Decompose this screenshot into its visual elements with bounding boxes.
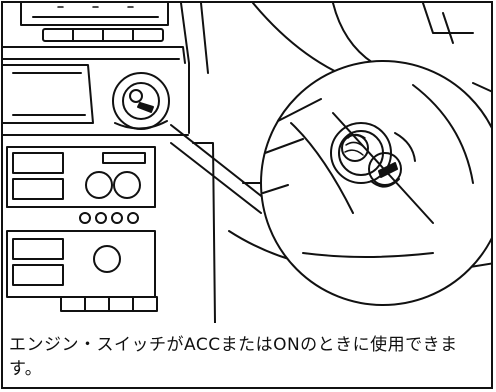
top-switch-strip — [20, 3, 169, 42]
callout-lines — [170, 124, 266, 214]
lighter-illustration — [3, 3, 491, 323]
caption-text: エンジン・スイッチがACCまたはONのときに使用できます。 — [9, 335, 458, 379]
audio-unit — [6, 146, 158, 312]
dashboard-panel — [3, 3, 216, 323]
lighter-socket — [112, 72, 170, 130]
magnified-inset — [260, 60, 491, 306]
